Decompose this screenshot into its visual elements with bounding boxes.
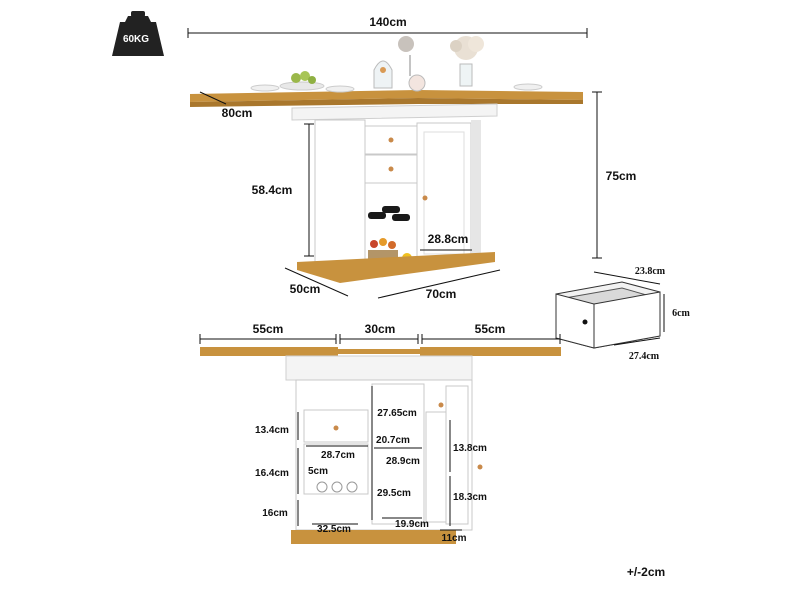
shelf-h-label: 16.4cm bbox=[255, 468, 289, 479]
door-shelf-h-label: 13.8cm bbox=[453, 443, 487, 454]
bottom-h-label: 16cm bbox=[262, 508, 288, 519]
inner-w-label: 19.9cm bbox=[395, 519, 429, 530]
weight-label: 60KG bbox=[123, 34, 149, 45]
drawer-width-label: 23.8cm bbox=[635, 266, 666, 277]
table-top bbox=[190, 90, 583, 107]
drawer-w-label: 28.7cm bbox=[321, 450, 355, 461]
mid-w2-label: 28.9cm bbox=[386, 456, 420, 467]
tabletop-decor bbox=[250, 36, 543, 93]
depth-80-label: 80cm bbox=[222, 106, 253, 120]
tolerance-note: +/-2cm bbox=[627, 565, 665, 579]
door-width-label: 28.8cm bbox=[428, 232, 469, 246]
lower-h-label: 29.5cm bbox=[377, 488, 411, 499]
rack-gap-label: 5cm bbox=[308, 466, 328, 477]
center-label: 30cm bbox=[365, 322, 396, 336]
drawer-height-label: 6cm bbox=[672, 308, 690, 319]
door-lower-h-label: 18.3cm bbox=[453, 492, 487, 503]
mid-w-label: 20.7cm bbox=[376, 435, 410, 446]
front-cabinet bbox=[291, 379, 483, 544]
inner-h-label: 27.65cm bbox=[377, 408, 417, 419]
drawer-depth-label: 27.4cm bbox=[629, 351, 660, 362]
base-plinth bbox=[297, 252, 495, 283]
door-depth-label: 11cm bbox=[441, 533, 466, 544]
base-width-label: 70cm bbox=[426, 287, 457, 301]
left-leaf-label: 55cm bbox=[253, 322, 284, 336]
drawer-h-label: 13.4cm bbox=[255, 425, 289, 436]
width-140-label: 140cm bbox=[369, 15, 406, 29]
base-depth-label: 50cm bbox=[290, 282, 321, 296]
height-75-label: 75cm bbox=[606, 169, 637, 183]
right-leaf-label: 55cm bbox=[475, 322, 506, 336]
wine-bottles bbox=[368, 206, 410, 221]
weight-icon bbox=[112, 11, 164, 56]
base-w-label: 32.5cm bbox=[317, 524, 351, 535]
drawer-detail bbox=[555, 281, 661, 349]
front-table-top bbox=[200, 347, 561, 381]
cabinet-height-label: 58.4cm bbox=[252, 183, 293, 197]
